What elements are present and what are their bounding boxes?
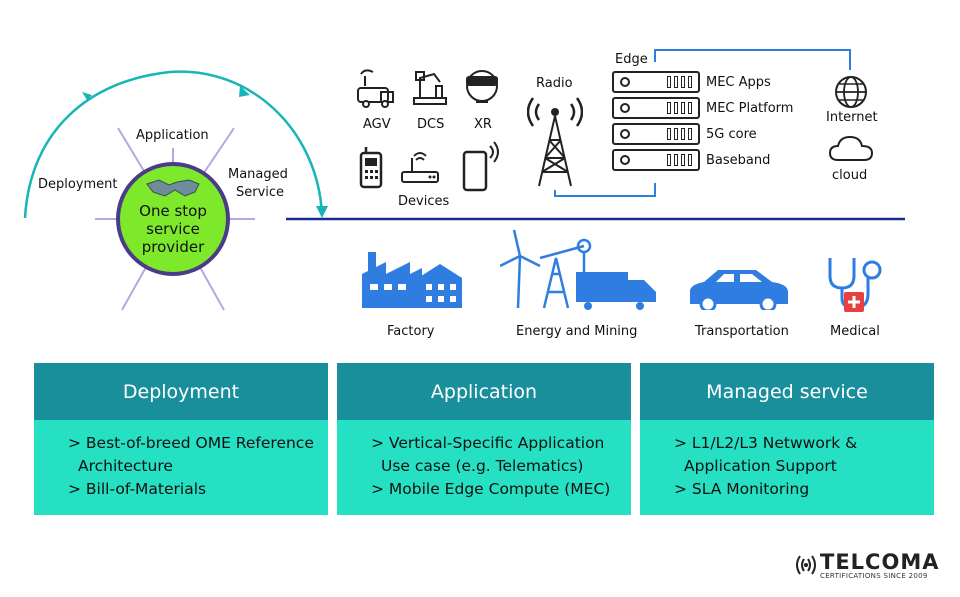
deployment-card: Deployment > Best-of-breed OME Reference… (34, 363, 328, 515)
edge-internet-link (654, 49, 851, 70)
spoke-label-application: Application (136, 128, 209, 143)
edge-label: Edge (615, 52, 648, 67)
agv-label: AGV (363, 117, 391, 132)
card-title: Application (337, 363, 631, 420)
edge-layer-mec-apps: MEC Apps (706, 75, 771, 90)
spoke-label-managed-1: Managed (228, 167, 288, 182)
arc-arrow-1 (82, 92, 92, 100)
card-line: Architecture (78, 457, 173, 475)
service-hub: One stop service provider (116, 162, 230, 276)
feature-phone-icon (359, 147, 383, 189)
xr-label: XR (474, 117, 492, 132)
hub-title-3: provider (141, 238, 205, 256)
logo-tagline: CERTIFICATIONS SINCE 2009 (820, 572, 928, 580)
spoke-label-deployment: Deployment (38, 177, 118, 192)
lifecycle-arc (23, 70, 324, 219)
hub-title-1: One stop (139, 202, 207, 220)
handshake-icon (146, 179, 200, 197)
card-line: > SLA Monitoring (674, 480, 810, 498)
cloud-label: cloud (832, 168, 868, 183)
spoke-label-managed-2: Service (236, 185, 285, 200)
application-card: Application > Vertical-Specific Applicat… (337, 363, 631, 515)
hub-title-2: service (146, 220, 200, 238)
card-line: > L1/L2/L3 Netwwork & (674, 434, 858, 452)
card-title: Deployment (34, 363, 328, 420)
agv-icon (357, 69, 394, 108)
cloud-icon (828, 135, 874, 161)
car-icon (690, 270, 788, 310)
card-line: Use case (e.g. Telematics) (381, 457, 584, 475)
smartphone-icon (462, 141, 499, 192)
arc-arrow-2 (239, 86, 250, 97)
server-unit (612, 123, 700, 145)
card-body: > L1/L2/L3 Netwwork & Application Suppor… (640, 420, 934, 515)
stethoscope-icon (828, 258, 882, 312)
card-line: > Bill-of-Materials (68, 480, 207, 498)
logo-name: TELCOMA (820, 550, 940, 574)
vr-headset-icon (466, 70, 498, 103)
card-body: > Best-of-breed OME Reference Architectu… (34, 420, 328, 515)
radio-edge-link (554, 183, 656, 197)
card-title: Managed service (640, 363, 934, 420)
radio-label: Radio (536, 76, 573, 91)
card-line: > Mobile Edge Compute (MEC) (371, 480, 611, 498)
vertical-transportation: Transportation (695, 324, 789, 339)
vertical-medical: Medical (830, 324, 880, 339)
devices-label: Devices (398, 194, 450, 209)
factory-icon (362, 252, 462, 308)
card-body: > Vertical-Specific Application Use case… (337, 420, 631, 515)
card-line: Application Support (684, 457, 837, 475)
signal-waves-icon (796, 555, 816, 575)
edge-layer-5g-core: 5G core (706, 127, 757, 142)
managed-service-card: Managed service > L1/L2/L3 Netwwork & Ap… (640, 363, 934, 515)
card-line: > Best-of-breed OME Reference (68, 434, 314, 452)
vertical-energy-mining: Energy and Mining (516, 324, 638, 339)
internet-label: Internet (826, 110, 878, 125)
vertical-factory: Factory (387, 324, 435, 339)
server-unit (612, 149, 700, 171)
energy-mining-icon (500, 229, 656, 310)
globe-icon (835, 76, 867, 108)
dcs-label: DCS (417, 117, 445, 132)
edge-layer-baseband: Baseband (706, 153, 771, 168)
router-icon (401, 152, 439, 183)
server-unit (612, 71, 700, 93)
radio-tower-icon (527, 97, 583, 187)
card-line: > Vertical-Specific Application (371, 434, 605, 452)
edge-layer-mec-platform: MEC Platform (706, 101, 794, 116)
dcs-icon (413, 71, 447, 105)
server-unit (612, 97, 700, 119)
arc-arrow-3 (316, 206, 328, 218)
